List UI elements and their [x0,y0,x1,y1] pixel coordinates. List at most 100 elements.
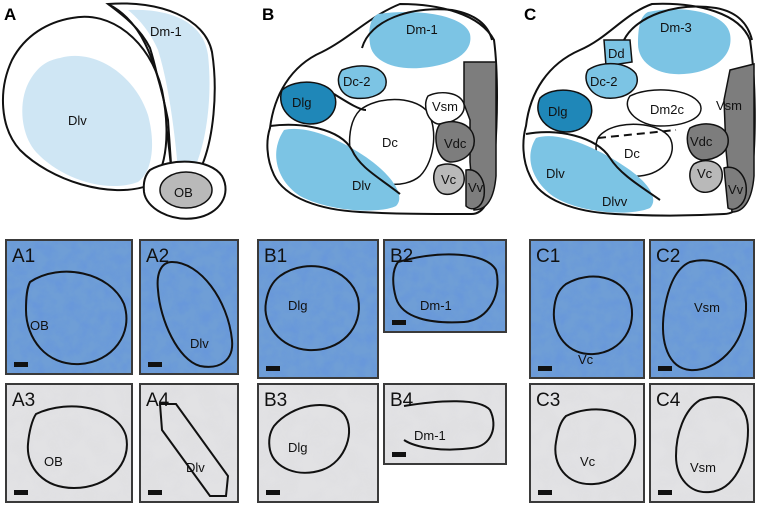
photo-c2-scale-bar [658,366,672,371]
photo-b4-scale-bar [392,452,406,457]
photo-c4-region-outline [674,396,750,494]
diagram-b: B Dm-1 Dc-2 Dlg Dc Vsm Vdc Dlv Vc Vv [262,2,498,216]
photo-a1-scale-bar [14,362,28,367]
label-b-dlg: Dlg [292,95,312,110]
region-dc2 [337,65,387,100]
label-b-vv: Vv [468,180,484,195]
photo-b3-texture [258,384,378,502]
region-vdc [435,120,475,163]
label-c-vdc: Vdc [690,134,713,149]
photo-a4-region-label: Dlv [186,460,205,475]
photo-c4-frame [649,383,755,503]
photo-b4-region-label: Dm-1 [414,428,446,443]
photo-c3-texture [530,384,644,502]
photo-b4-label: B4 [390,390,414,411]
photo-b2-frame [383,239,507,333]
panel-letter-a: A [4,5,16,24]
photo-a4-region-outline [158,403,230,497]
photo-c3-label: C3 [536,390,560,411]
label-ob: OB [174,185,193,200]
photo-a2-frame [139,239,239,375]
label-b-dm1: Dm-1 [406,22,438,37]
panel-letter-b: B [262,5,274,24]
photo-a2-label: A2 [146,246,169,267]
label-c-vc: Vc [697,166,713,181]
photo-a1-region-outline [24,270,128,366]
panel-letter-c: C [524,5,536,24]
region-dlg [537,89,593,133]
label-c-dm2c: Dm2c [650,102,684,117]
photo-a2-region-label: Dlv [190,336,209,351]
photo-a1-region-label: OB [30,318,49,333]
photo-b2-region-label: Dm-1 [420,298,452,313]
photo-a4-texture [140,384,238,502]
photo-a3-scale-bar [14,490,28,495]
photo-c1-scale-bar [538,366,552,371]
photo-b4-frame [383,383,507,465]
dc-dashed [597,129,677,139]
photo-b2-region-outline [392,253,499,324]
photo-c1-region-outline [552,275,634,356]
region-dlg [279,81,337,125]
photo-a3-region-outline [26,405,128,490]
photo-c2-region-outline [662,259,748,372]
photo-a3-label: A3 [12,390,35,411]
label-b-dc2: Dc-2 [343,74,370,89]
dm1-arc [361,8,493,49]
region-vc [689,159,723,194]
label-c-dc2: Dc-2 [590,74,617,89]
photo-b1-scale-bar [266,366,280,371]
photo-a3-region-label: OB [44,454,63,469]
photo-b3-region-outline [268,403,350,474]
region-vv [465,169,486,210]
label-c-dlv: Dlv [546,166,565,181]
label-c-dlg: Dlg [548,104,568,119]
region-dm3 [638,9,731,75]
diagram-a: A Dm-1 Dlv OB [2,2,227,220]
photo-b2-label: B2 [390,246,413,267]
photo-a3-frame [5,383,133,503]
diagram-c: C Dm-3 Dd Dc-2 Dlg Dm2c Vsm Dc Vdc [522,2,756,217]
lobe-border [107,3,173,179]
region-dlv [530,136,654,213]
photo-a1-frame [5,239,133,375]
photo-b3-region-label: Dlg [288,440,308,455]
region-dm1-fill [128,9,210,170]
region-vdc [686,123,729,161]
region-ob-fill [159,171,213,209]
region-vv [723,166,747,210]
photo-a2-scale-bar [148,362,162,367]
region-vc [432,163,465,196]
label-c-dd: Dd [608,46,625,61]
photo-c4-region-label: Vsm [690,460,716,475]
label-b-vdc: Vdc [444,136,467,151]
label-c-vsm: Vsm [716,98,742,113]
photo-c2-texture [650,240,754,378]
photo-c3-region-outline [554,408,637,486]
photo-a4-scale-bar [148,490,162,495]
label-b-vsm: Vsm [432,99,458,114]
photo-c2-frame [649,239,755,379]
photo-c3-region-label: Vc [580,454,596,469]
photo-b1-region-outline [264,265,360,352]
region-dd [603,39,633,67]
dlv-divider [525,131,661,201]
photo-a4-frame [139,383,239,503]
label-dlv: Dlv [68,113,87,128]
label-b-dlv: Dlv [352,178,371,193]
region-dc2 [585,62,638,99]
photo-b4-texture [384,384,506,464]
photo-a3-texture [6,384,132,502]
region-dm1 [369,12,471,69]
dc-divider [333,93,367,111]
photo-b1-frame [257,239,379,379]
photo-a2-texture [140,240,238,374]
photo-c1-frame [529,239,645,379]
photo-panels: A1OBA2DlvA3OBA4DlvB1DlgB2Dm-1B3DlgB4Dm-1… [5,239,755,503]
